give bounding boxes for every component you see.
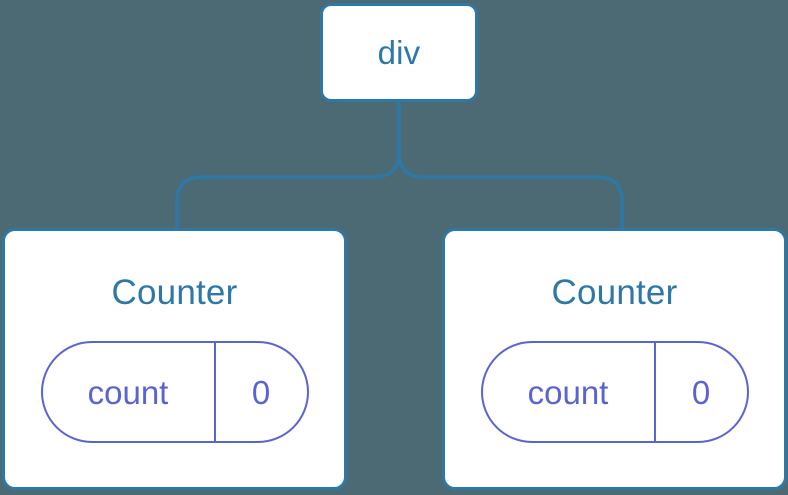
node-root-div[interactable]: div — [320, 3, 478, 102]
state-pill-key-cell: count — [483, 343, 656, 441]
state-pill[interactable]: count 0 — [40, 341, 309, 443]
connector-root-to-right-child — [397, 101, 624, 231]
state-pill-value-cell: 0 — [216, 343, 307, 441]
node-child-title: Counter — [111, 273, 238, 312]
state-pill-value-cell: 0 — [656, 343, 747, 441]
node-child-counter-left[interactable]: Counter count 0 — [2, 228, 347, 490]
state-pill-value-label: 0 — [691, 373, 711, 411]
state-pill-key-label: count — [527, 373, 609, 411]
state-pill[interactable]: count 0 — [480, 341, 749, 443]
state-pill-key-cell: count — [43, 343, 216, 441]
state-pill-key-label: count — [87, 373, 169, 411]
node-child-counter-right[interactable]: Counter count 0 — [442, 228, 787, 490]
node-child-title: Counter — [551, 273, 678, 312]
connector-root-to-left-child — [175, 101, 401, 231]
node-root-label: div — [377, 34, 421, 71]
state-pill-value-label: 0 — [251, 373, 271, 411]
